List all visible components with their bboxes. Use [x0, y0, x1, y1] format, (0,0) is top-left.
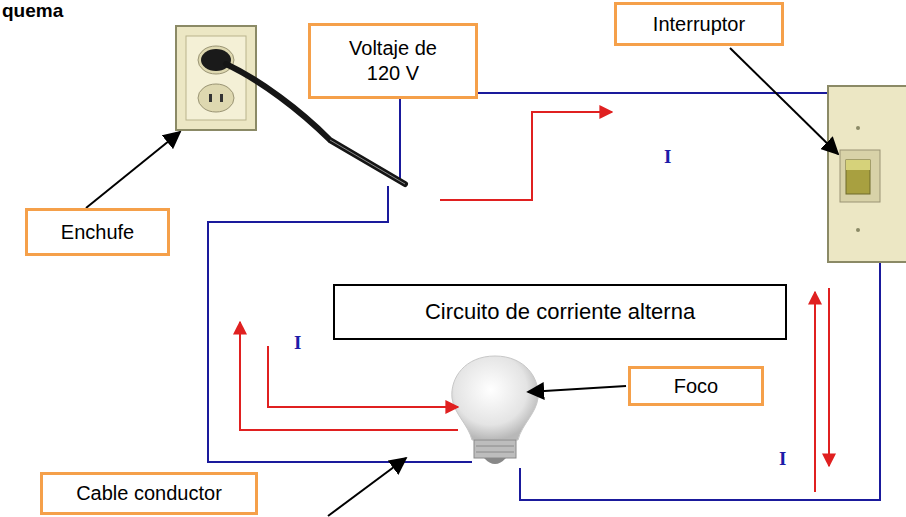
callout-text: Enchufe: [61, 220, 134, 245]
wall-switch: [828, 86, 906, 262]
callout-text: Interruptor: [653, 12, 745, 37]
plug: [201, 49, 231, 71]
callout-box: Foco: [628, 366, 764, 406]
leader-arrow: [86, 132, 180, 208]
screw: [856, 126, 860, 130]
socket: [198, 46, 234, 74]
socket-slot: [209, 94, 212, 102]
callout-text: Cable conductor: [76, 481, 222, 506]
current-arrow: [268, 346, 458, 407]
outlet-face: [186, 36, 246, 120]
switch-toggle: [846, 160, 870, 194]
current-symbol: I: [664, 146, 671, 168]
title-box: Circuito de corriente alterna: [333, 284, 787, 340]
current-symbol: I: [294, 332, 301, 354]
current-arrow: [828, 288, 830, 466]
light-bulb: [452, 356, 538, 464]
switch-plate: [828, 86, 906, 262]
current-symbol: I: [779, 448, 786, 470]
leader-arrow: [730, 48, 838, 154]
leader-arrow: [328, 458, 406, 516]
leader-arrow: [528, 386, 626, 392]
callout-text: Voltaje de 120 V: [348, 36, 438, 86]
socket: [198, 84, 234, 112]
bulb-base: [474, 440, 516, 458]
callout-text: Foco: [674, 374, 718, 399]
bulb-tip: [484, 458, 506, 464]
current-arrow: [814, 292, 816, 492]
current-arrow: [440, 112, 612, 200]
bulb-thread: [476, 446, 514, 452]
callout-box: Cable conductor: [40, 472, 258, 515]
socket-slot: [220, 94, 223, 102]
switch-base: [840, 150, 880, 202]
diagram-title: quema: [2, 0, 63, 22]
screw: [856, 228, 860, 232]
callout-box: Enchufe: [25, 208, 170, 256]
callout-text: Circuito de corriente alterna: [425, 298, 695, 326]
cable-highlight: [330, 140, 405, 184]
callout-box: Voltaje de 120 V: [308, 23, 478, 99]
outlet-plate: [176, 26, 256, 130]
callout-box: Interruptor: [614, 2, 784, 46]
bulb-glass: [452, 356, 538, 440]
switch-toggle-top: [846, 160, 870, 170]
